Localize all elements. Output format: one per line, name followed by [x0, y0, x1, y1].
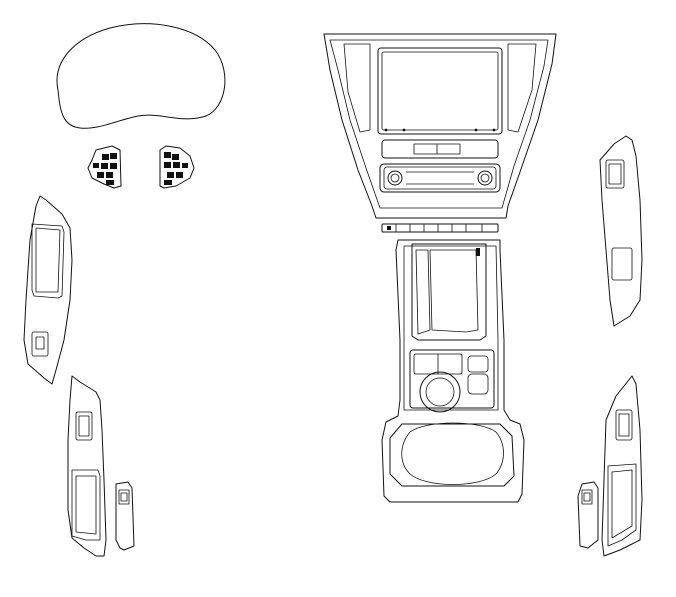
- door-trim-front-left: [23, 195, 73, 385]
- door-trim-rear-right: [601, 375, 643, 557]
- window-switch-rear-right: [577, 481, 599, 549]
- steering-switch-left: [87, 145, 122, 189]
- center-dash-panel: [323, 33, 557, 233]
- instrument-cluster-cover: [56, 23, 226, 129]
- door-trim-rear-left: [67, 375, 107, 557]
- steering-switch-right: [159, 145, 195, 189]
- door-trim-front-right: [599, 135, 643, 327]
- window-switch-rear-left: [115, 481, 135, 551]
- center-console: [381, 239, 525, 503]
